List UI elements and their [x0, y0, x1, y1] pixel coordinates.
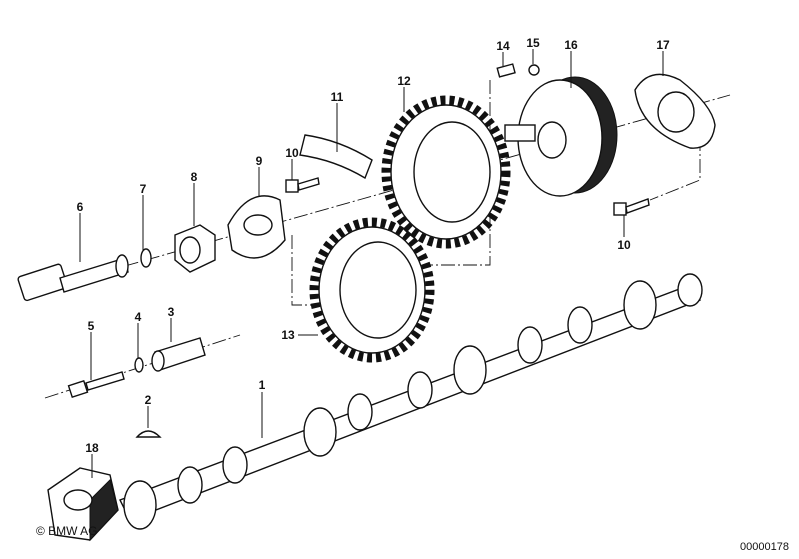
label-4[interactable]: 4: [135, 310, 142, 324]
camshaft-lobe: [222, 446, 248, 484]
label-8[interactable]: 8: [191, 170, 198, 184]
camshaft-lobe: [453, 345, 487, 395]
guide-part-11[interactable]: [299, 134, 373, 180]
camshaft-part[interactable]: [119, 273, 703, 530]
sprocket-part-12[interactable]: [381, 95, 511, 249]
label-5[interactable]: 5: [88, 319, 95, 333]
camshaft-lobe: [567, 306, 593, 344]
label-1[interactable]: 1: [259, 378, 266, 392]
camshaft-lobe: [347, 393, 373, 431]
camshaft-lobe: [177, 466, 203, 504]
label-7[interactable]: 7: [140, 182, 147, 196]
nut-part-8[interactable]: [174, 224, 216, 273]
pin-part-14[interactable]: [496, 63, 516, 78]
sprocket-part-13[interactable]: [309, 217, 435, 363]
label-14[interactable]: 14: [496, 39, 510, 53]
label-18[interactable]: 18: [85, 441, 99, 455]
camshaft-lobe: [407, 371, 433, 409]
label-2[interactable]: 2: [145, 393, 152, 407]
ring-part-15[interactable]: [528, 64, 540, 76]
camshaft-lobe: [623, 280, 657, 330]
hub-part-16[interactable]: [504, 76, 618, 197]
leader-lines: [79, 49, 664, 478]
label-16[interactable]: 16: [564, 38, 578, 52]
label-9[interactable]: 9: [256, 154, 263, 168]
label-17[interactable]: 17: [656, 38, 670, 52]
washer-part-7[interactable]: [140, 248, 152, 268]
label-6[interactable]: 6: [77, 200, 84, 214]
copyright-notice: © BMW AG: [36, 524, 98, 538]
label-3[interactable]: 3: [168, 305, 175, 319]
camshaft-lobe: [123, 480, 157, 530]
label-15[interactable]: 15: [526, 36, 540, 50]
document-id: 00000178: [740, 541, 789, 553]
plug-part-3[interactable]: [151, 337, 206, 372]
camshaft-lobe: [303, 407, 337, 457]
bolt-guide-line: [649, 115, 701, 201]
woodruff-key-part-2[interactable]: [135, 430, 162, 438]
label-11[interactable]: 11: [331, 90, 344, 104]
plate-part-9[interactable]: [227, 195, 286, 259]
label-13[interactable]: 13: [281, 328, 295, 342]
bolt-part-10-left[interactable]: [285, 177, 320, 193]
label-12[interactable]: 12: [397, 74, 411, 88]
label-10-left[interactable]: 10: [285, 146, 299, 160]
drive-gear-part-6[interactable]: [17, 254, 129, 302]
screw-part-5[interactable]: [67, 371, 125, 399]
flange-part-17[interactable]: [634, 73, 716, 149]
bolt-part-10-right[interactable]: [613, 198, 650, 216]
gear-guide-line: [291, 235, 316, 306]
washer-part-4[interactable]: [134, 357, 144, 373]
hex-nut-part-18[interactable]: [47, 467, 119, 542]
label-10-right[interactable]: 10: [617, 238, 631, 252]
camshaft-lobe: [517, 326, 543, 364]
